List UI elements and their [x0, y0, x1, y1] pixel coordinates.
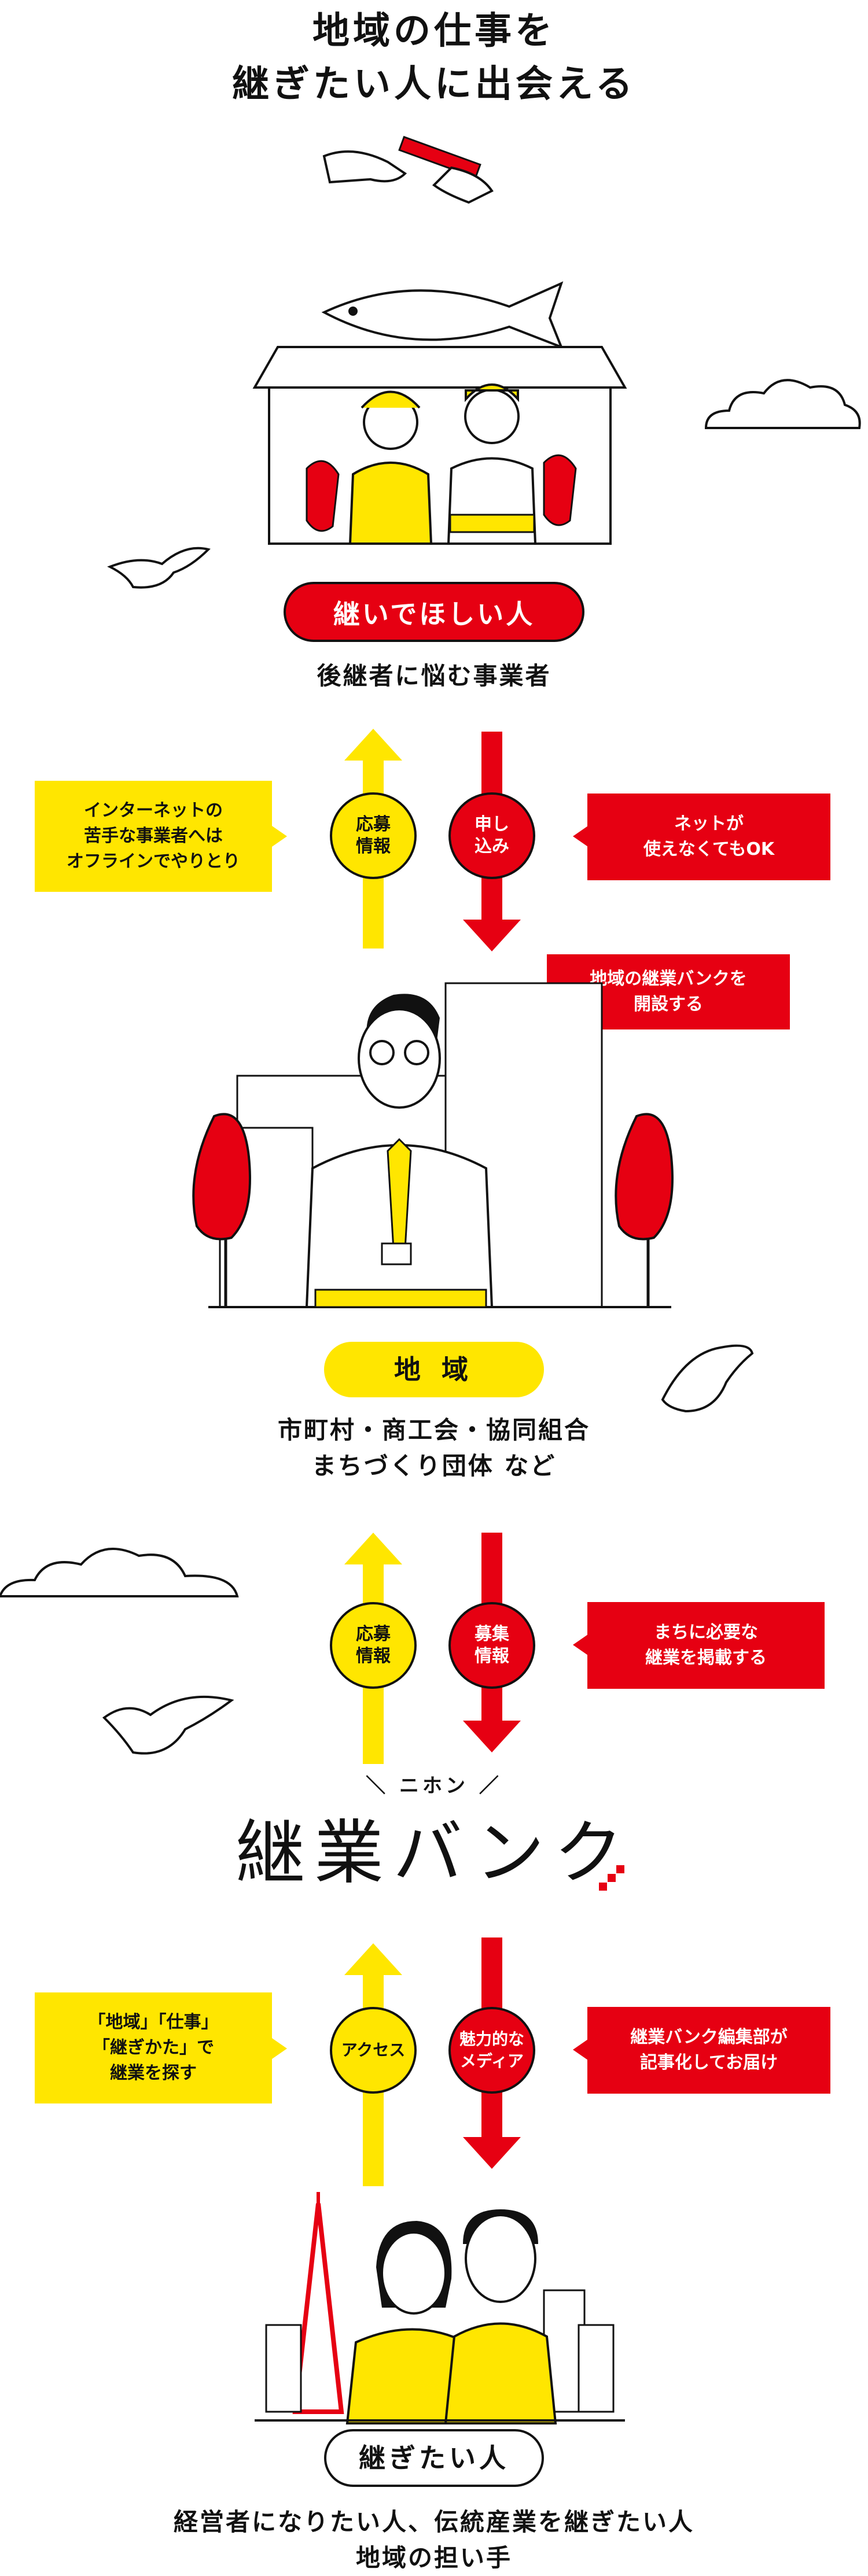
- callout-editorial-articles-text: 継業バンク編集部が 記事化してお届け: [630, 2027, 788, 2073]
- fish-shop-illustration: [252, 281, 627, 545]
- bird-decoration: [661, 1344, 754, 1413]
- callout-search-jobs: 「地域」「仕事」 「継ぎかた」で 継業を探す: [35, 1992, 272, 2103]
- circle-apply-1: 申し 込み: [448, 792, 535, 879]
- callout-tail: [573, 826, 588, 847]
- circle-attractive-media: 魅力的な メディア: [448, 2007, 535, 2094]
- desc-successors-line2: 地域の担い手: [355, 2544, 512, 2572]
- callout-no-internet-ok: ネットが 使えなくてもOK: [587, 794, 830, 880]
- japan-map-icon: [599, 1865, 624, 1891]
- title-line-2: 継ぎたい人に出会える: [231, 63, 637, 106]
- callout-post-needed-jobs-text: まちに必要な 継業を掲載する: [645, 1622, 767, 1668]
- circle-application-info-1: 応募 情報: [330, 792, 417, 879]
- callout-no-internet-ok-text: ネットが 使えなくてもOK: [643, 814, 775, 859]
- circle-access: アクセス: [330, 2007, 417, 2094]
- pill-region: 地 域: [324, 1342, 544, 1397]
- callout-editorial-articles: 継業バンク編集部が 記事化してお届け: [587, 2007, 830, 2094]
- brand-logo: 継業バンク: [236, 1813, 632, 1894]
- callout-tail: [573, 1634, 588, 1655]
- circle-recruit-info: 募集 情報: [448, 1602, 535, 1689]
- bird-decoration: [107, 547, 211, 589]
- callout-offline-exchange: インターネットの 苦手な事業者へは オフラインでやりとり: [35, 781, 272, 892]
- callout-tail: [272, 826, 287, 847]
- callout-search-jobs-text: 「地域」「仕事」 「継ぎかた」で 継業を探す: [88, 2012, 219, 2083]
- pill-want-to-succeed: 継ぎたい人: [324, 2429, 544, 2487]
- brand-tagline: ＼ ニホン ／: [366, 1774, 502, 1798]
- callout-open-bank-text: 地域の継業バンクを 開設する: [590, 969, 747, 1014]
- callout-offline-exchange-text: インターネットの 苦手な事業者へは オフラインでやりとり: [67, 800, 240, 872]
- callout-tail: [272, 2038, 287, 2059]
- cloud-decoration: [704, 379, 861, 429]
- desc-successors-line1: 経営者になりたい人、伝統産業を継ぎたい人: [173, 2508, 694, 2536]
- callout-post-needed-jobs: まちに必要な 継業を掲載する: [587, 1602, 825, 1689]
- circle-application-info-2: 応募 情報: [330, 1602, 417, 1689]
- callout-tail: [573, 2039, 588, 2060]
- desc-organizations-line1: 市町村・商工会・協同組合: [277, 1416, 590, 1444]
- baton-handoff-illustration: [322, 135, 494, 204]
- successors-illustration: [255, 2192, 625, 2424]
- pill-successor-wanted: 継いでほしい人: [284, 582, 584, 642]
- desc-business-owners: 後継者に悩む事業者: [317, 662, 551, 690]
- bird-decoration: [102, 1695, 234, 1755]
- municipal-office-illustration: [192, 982, 674, 1308]
- desc-organizations-line2: まちづくり団体 など: [311, 1452, 557, 1480]
- cloud-decoration: [0, 1548, 239, 1597]
- title-line-1: 地域の仕事を: [312, 10, 556, 53]
